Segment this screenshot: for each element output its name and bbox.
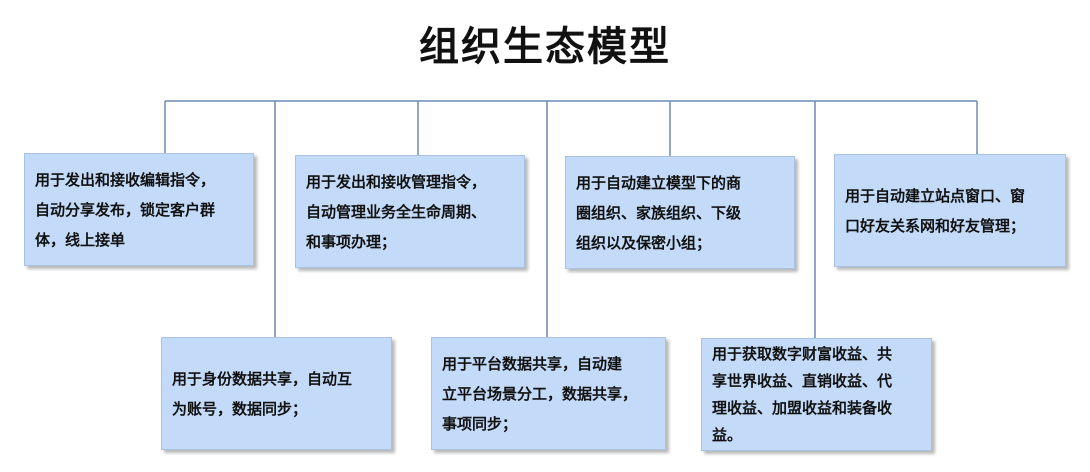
node-top-3: 用于自动建立模型下的商 圈组织、家族组织、下级 组织以及保密小组； (565, 156, 795, 269)
node-top-2: 用于发出和接收管理指令， 自动管理业务全生命周期、 和事项办理； (295, 155, 525, 268)
node-text: 用于获取数字财富收益、共 享世界收益、直销收益、代 理收益、加盟收益和装备收 益… (712, 344, 893, 444)
node-text: 用于发出和接收管理指令， 自动管理业务全生命周期、 和事项办理； (306, 172, 487, 251)
node-text: 用于发出和接收编辑指令， 自动分享发布，锁定客户群 体，线上接单 (35, 170, 216, 249)
node-text: 用于自动建立站点窗口、窗 口好友关系网和好友管理； (845, 186, 1026, 235)
node-bottom-1: 用于身份数据共享，自动互 为账号，数据同步； (161, 337, 392, 450)
node-top-1: 用于发出和接收编辑指令， 自动分享发布，锁定客户群 体，线上接单 (24, 153, 254, 266)
node-bottom-3: 用于获取数字财富收益、共 享世界收益、直销收益、代 理收益、加盟收益和装备收 益… (701, 338, 932, 451)
node-text: 用于身份数据共享，自动互 为账号，数据同步； (172, 369, 353, 418)
node-text: 用于自动建立模型下的商 圈组织、家族组织、下级 组织以及保密小组； (576, 173, 742, 252)
node-bottom-2: 用于平台数据共享，自动建 立平台场景分工，数据共享， 事项同步； (431, 337, 666, 450)
node-text: 用于平台数据共享，自动建 立平台场景分工，数据共享， 事项同步； (442, 354, 638, 433)
diagram-title: 组织生态模型 (419, 24, 671, 70)
node-top-4: 用于自动建立站点窗口、窗 口好友关系网和好友管理； (834, 154, 1066, 267)
